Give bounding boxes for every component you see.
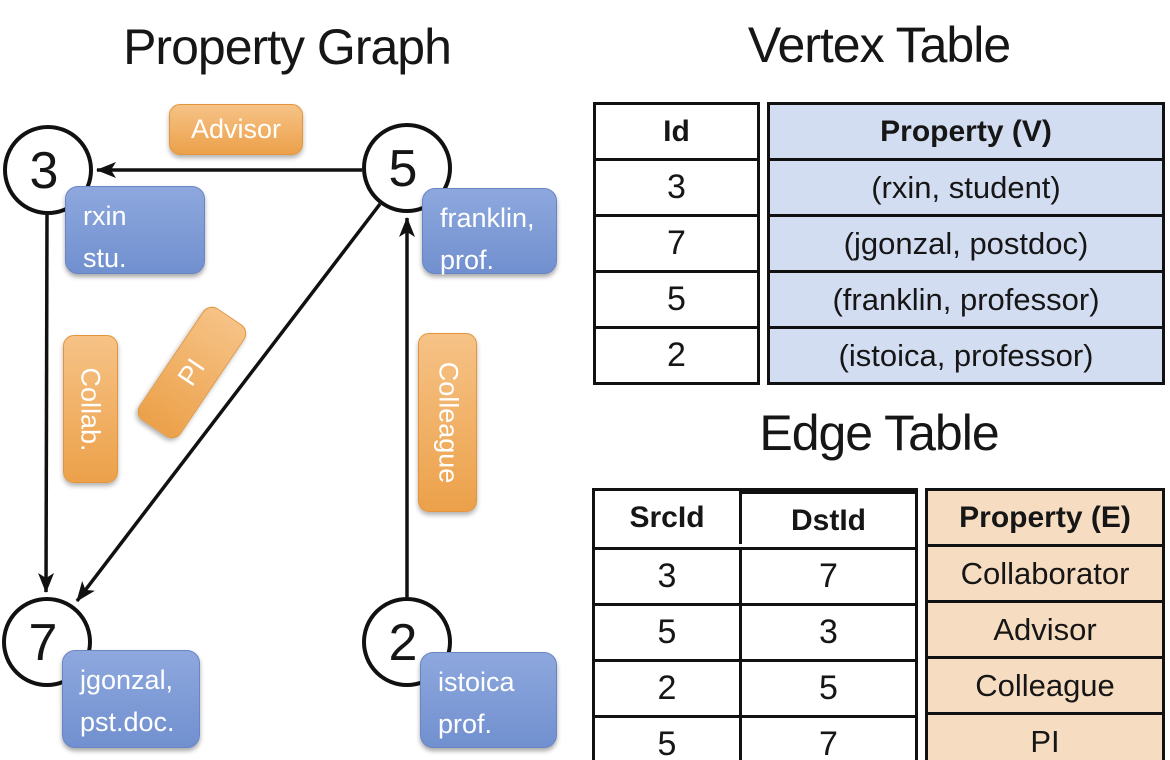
table-cell: 5	[819, 669, 838, 707]
vertex-table-id-column: Id 3 7 5 2	[593, 102, 760, 385]
node-2-id: 2	[388, 614, 418, 672]
edge-table-title: Edge Table	[759, 405, 999, 461]
node-3-id: 3	[29, 142, 59, 200]
graph-edges	[38, 162, 415, 603]
edge-dst-header: DstId	[742, 491, 915, 547]
edge-label-advisor: Advisor	[169, 104, 303, 155]
table-cell: 7	[819, 725, 838, 760]
vertex-prop-franklin-line1: franklin,	[440, 203, 535, 233]
node-7-id: 7	[28, 614, 58, 672]
table-cell: 2	[595, 662, 742, 715]
graph-title: Property Graph	[123, 19, 452, 75]
edge-label-collab: Collab.	[63, 335, 118, 483]
table-cell: 3	[596, 158, 757, 214]
vertex-prop-istoica-line2: prof.	[438, 709, 493, 739]
table-cell: Colleague	[928, 656, 1162, 712]
table-cell: (jgonzal, postdoc)	[770, 214, 1162, 270]
edge-pi-arrow	[75, 202, 382, 603]
edge-property-header: Property (E)	[959, 501, 1131, 534]
edge-src-header: SrcId	[595, 491, 742, 544]
edge-collaborator-arrow	[38, 214, 55, 593]
vertex-prop-jgonzal: jgonzal, pst.doc.	[62, 650, 200, 748]
vertex-property-header: Property (V)	[880, 115, 1052, 148]
edge-table-property-column: Property (E) Collaborator Advisor Collea…	[925, 488, 1165, 760]
vertex-prop-istoica-line1: istoica	[438, 667, 515, 697]
node-5-id: 5	[388, 140, 418, 198]
table-cell: PI	[928, 712, 1162, 760]
vertex-prop-jgonzal-line1: jgonzal,	[80, 665, 174, 695]
vertex-prop-franklin-line2: prof.	[440, 245, 495, 275]
vertex-prop-istoica: istoica prof.	[420, 652, 557, 748]
vertex-id-header: Id	[663, 115, 690, 148]
edge-table-id-columns: SrcId DstId 3 7 5 3 2 5 5 7	[592, 488, 918, 760]
table-cell: (rxin, student)	[770, 158, 1162, 214]
table-cell: 7	[819, 557, 838, 595]
vertex-table-property-column: Property (V) (rxin, student) (jgonzal, p…	[767, 102, 1165, 385]
table-cell: Collaborator	[928, 544, 1162, 600]
table-cell: 5	[595, 606, 742, 659]
table-cell: Advisor	[928, 600, 1162, 656]
edge-label-advisor-text: Advisor	[190, 114, 282, 144]
table-cell: 2	[596, 326, 757, 382]
table-cell: (istoica, professor)	[770, 326, 1162, 382]
table-cell: 7	[596, 214, 757, 270]
vertex-prop-franklin: franklin, prof.	[422, 188, 557, 275]
vertex-prop-rxin-line2: stu.	[83, 243, 127, 273]
edge-label-colleague: Colleague	[418, 333, 477, 512]
vertex-prop-rxin: rxin stu.	[65, 186, 205, 274]
table-cell: 3	[819, 613, 838, 651]
vertex-prop-rxin-line1: rxin	[83, 201, 127, 231]
table-cell: 5	[596, 270, 757, 326]
table-cell: (franklin, professor)	[770, 270, 1162, 326]
vertex-table-title: Vertex Table	[747, 17, 1011, 73]
table-cell: 5	[595, 718, 742, 760]
vertex-prop-jgonzal-line2: pst.doc.	[80, 707, 175, 737]
table-cell: 3	[595, 550, 742, 603]
